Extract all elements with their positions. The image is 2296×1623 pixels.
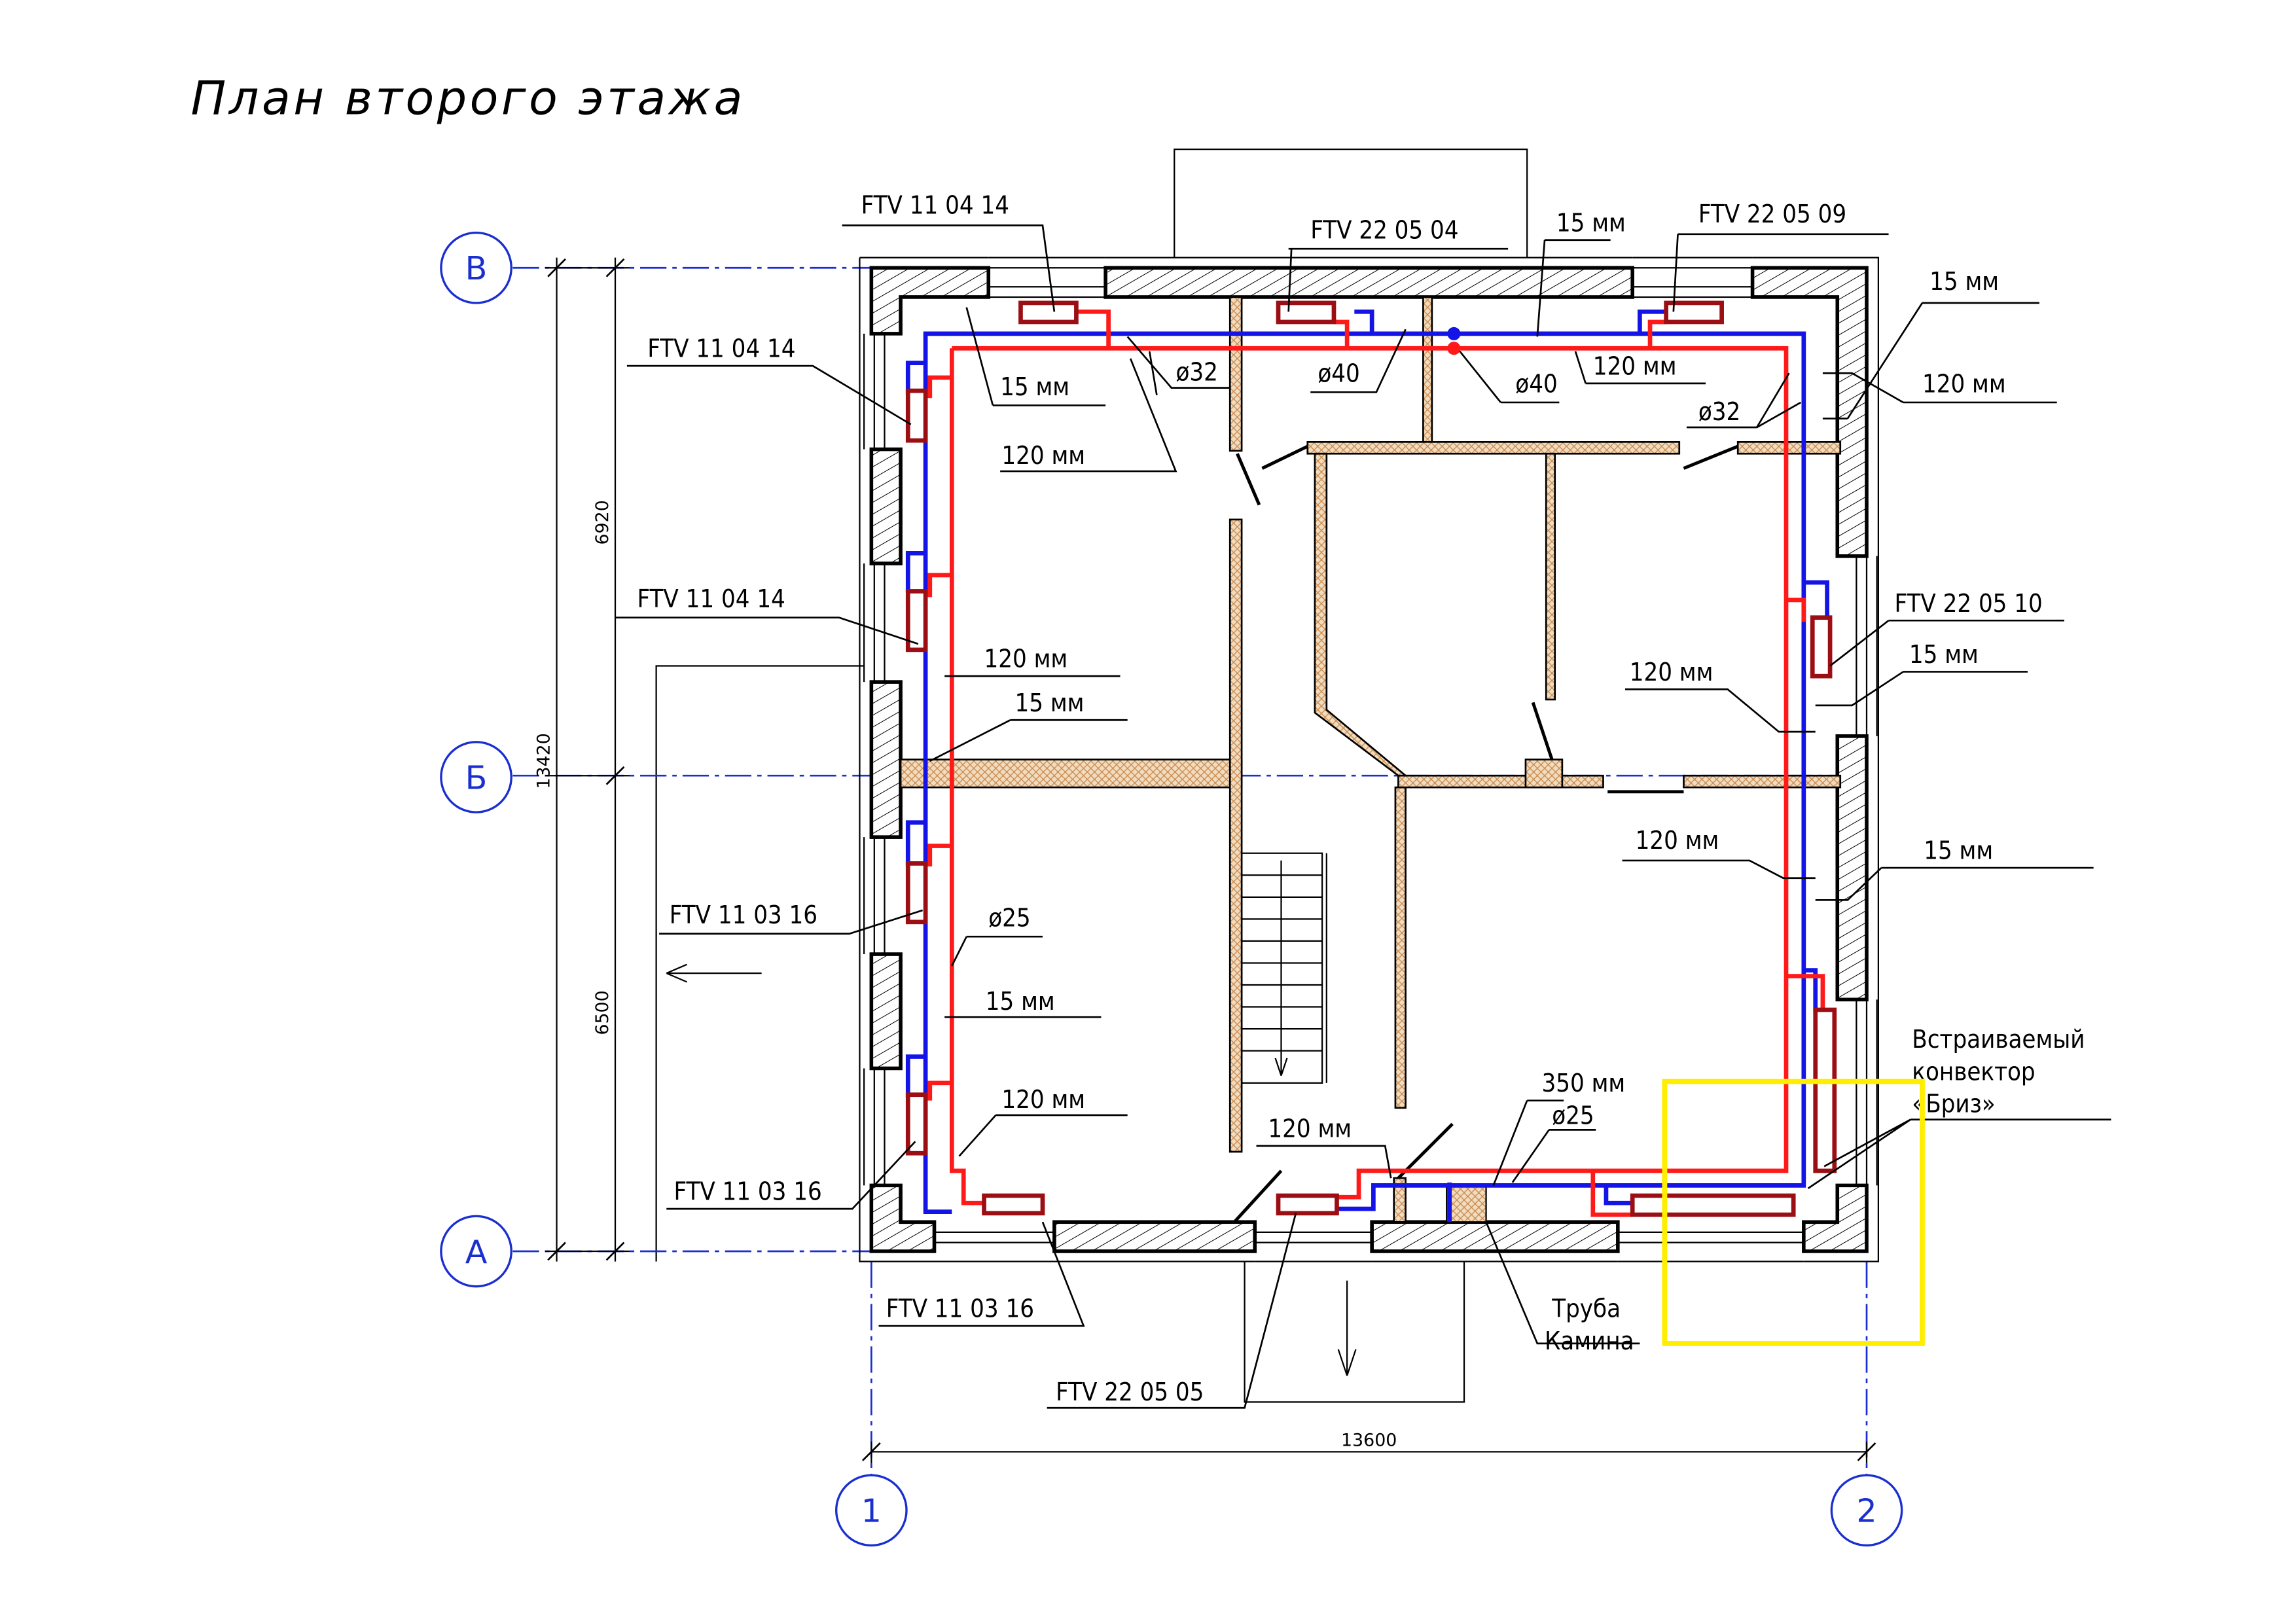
pipe-size-label: 15 мм (986, 987, 1055, 1016)
chimney-label-line1: Труба (1551, 1294, 1621, 1323)
radiator (905, 861, 928, 925)
radiator (1810, 615, 1833, 679)
convector-radiator (1813, 1007, 1837, 1173)
radiator-label: FTV 22 05 09 (1698, 200, 1846, 228)
arrow-down-icon (1337, 1280, 1357, 1376)
radiator-label: FTV 11 03 16 (886, 1294, 1034, 1323)
pipe-size-label: 120 мм (1593, 351, 1677, 380)
radiator (982, 1193, 1045, 1216)
pipe-diameter-label: ø25 (1552, 1101, 1594, 1130)
dimension-lines (545, 257, 1876, 1464)
radiator-label: FTV 22 05 04 (1310, 216, 1458, 245)
convector-label-line1: Встраиваемый (1912, 1025, 2085, 1054)
pipe-size-label: 15 мм (1556, 208, 1626, 237)
return-junction-dot (1447, 327, 1461, 340)
pipe-size-label: 15 мм (1015, 688, 1085, 717)
dimension-lower: 6500 (592, 990, 613, 1035)
axis-marker-1: 1 (835, 1474, 908, 1547)
pipe-size-label: 15 мм (1924, 836, 1993, 865)
pipe-diameter-label: ø32 (1175, 357, 1217, 386)
pipe-size-label: 350 мм (1542, 1069, 1626, 1097)
axis-marker-b: Б (440, 741, 512, 813)
convector-label-line3: «Бриз» (1912, 1090, 1995, 1118)
radiator-label: FTV 11 04 14 (861, 190, 1009, 219)
supply-junction-dot (1447, 342, 1461, 355)
leader-lines (615, 224, 2111, 1409)
pipe-size-label: 15 мм (1909, 640, 1979, 669)
pipe-diameter-label: ø40 (1515, 369, 1557, 398)
pipe-size-label: 120 мм (984, 645, 1068, 673)
radiator (905, 1092, 928, 1156)
arrow-left-icon (666, 963, 762, 983)
chimney-block (1446, 1185, 1487, 1223)
radiator-label: FTV 11 04 14 (647, 334, 795, 363)
pipe-size-label: 120 мм (1636, 826, 1719, 855)
svg-text:В: В (465, 249, 488, 287)
axis-marker-2: 2 (1830, 1474, 1903, 1547)
chimney-label-line2: Камина (1545, 1327, 1634, 1355)
exterior-walls (859, 257, 1880, 1262)
pipe-size-label: 120 мм (1630, 658, 1713, 687)
porch-outline (1244, 1261, 1465, 1403)
radiator (1276, 300, 1336, 325)
radiator (905, 589, 928, 652)
dimension-total-width: 13600 (1341, 1430, 1397, 1450)
radiator (1276, 1193, 1339, 1216)
pipe-size-label: 120 мм (1001, 1085, 1085, 1114)
pipe-size-label: 15 мм (1929, 267, 1999, 296)
pipe-diameter-label: ø25 (988, 904, 1030, 933)
pipe-diameter-label: ø40 (1318, 359, 1359, 388)
svg-text:1: 1 (861, 1492, 882, 1530)
terrace-outline (655, 665, 865, 1262)
dimension-total-height: 13420 (533, 733, 554, 789)
balcony-outline (1174, 148, 1528, 258)
radiator-label: FTV 11 03 16 (670, 901, 817, 929)
radiator-label: FTV 22 05 10 (1894, 589, 2042, 618)
svg-text:А: А (465, 1233, 488, 1271)
doors (1233, 444, 1739, 1223)
pipe-size-label: 15 мм (1000, 372, 1069, 401)
axis-marker-v: В (440, 231, 512, 304)
radiator (1664, 300, 1724, 325)
pipe-size-label: 120 мм (1268, 1115, 1352, 1143)
supply-pipe (927, 309, 1825, 1217)
svg-text:2: 2 (1856, 1492, 1876, 1530)
pipe-diameter-label: ø32 (1698, 397, 1740, 426)
convector-radiator (1630, 1193, 1796, 1217)
pipe-size-label: 120 мм (1922, 369, 2006, 398)
radiator-label: FTV 11 03 16 (673, 1177, 821, 1206)
highlight-box (1662, 1079, 1925, 1346)
dimension-upper: 6920 (592, 500, 613, 544)
pipe-size-label: 120 мм (1001, 441, 1085, 470)
radiators (905, 300, 1837, 1217)
radiator (1018, 300, 1079, 325)
convector-label-line2: конвектор (1912, 1057, 2035, 1086)
staircase (1241, 852, 1327, 1084)
svg-text:Б: Б (465, 758, 488, 796)
radiator-label: FTV 11 04 14 (637, 584, 785, 613)
page-title: План второго этажа (190, 71, 745, 125)
axis-marker-a: А (440, 1215, 512, 1288)
annotations: FTV 11 04 14 FTV 22 05 04 15 мм FTV 22 0… (637, 190, 2085, 1406)
radiator (905, 388, 928, 443)
radiator-label: FTV 22 05 05 (1056, 1378, 1204, 1406)
